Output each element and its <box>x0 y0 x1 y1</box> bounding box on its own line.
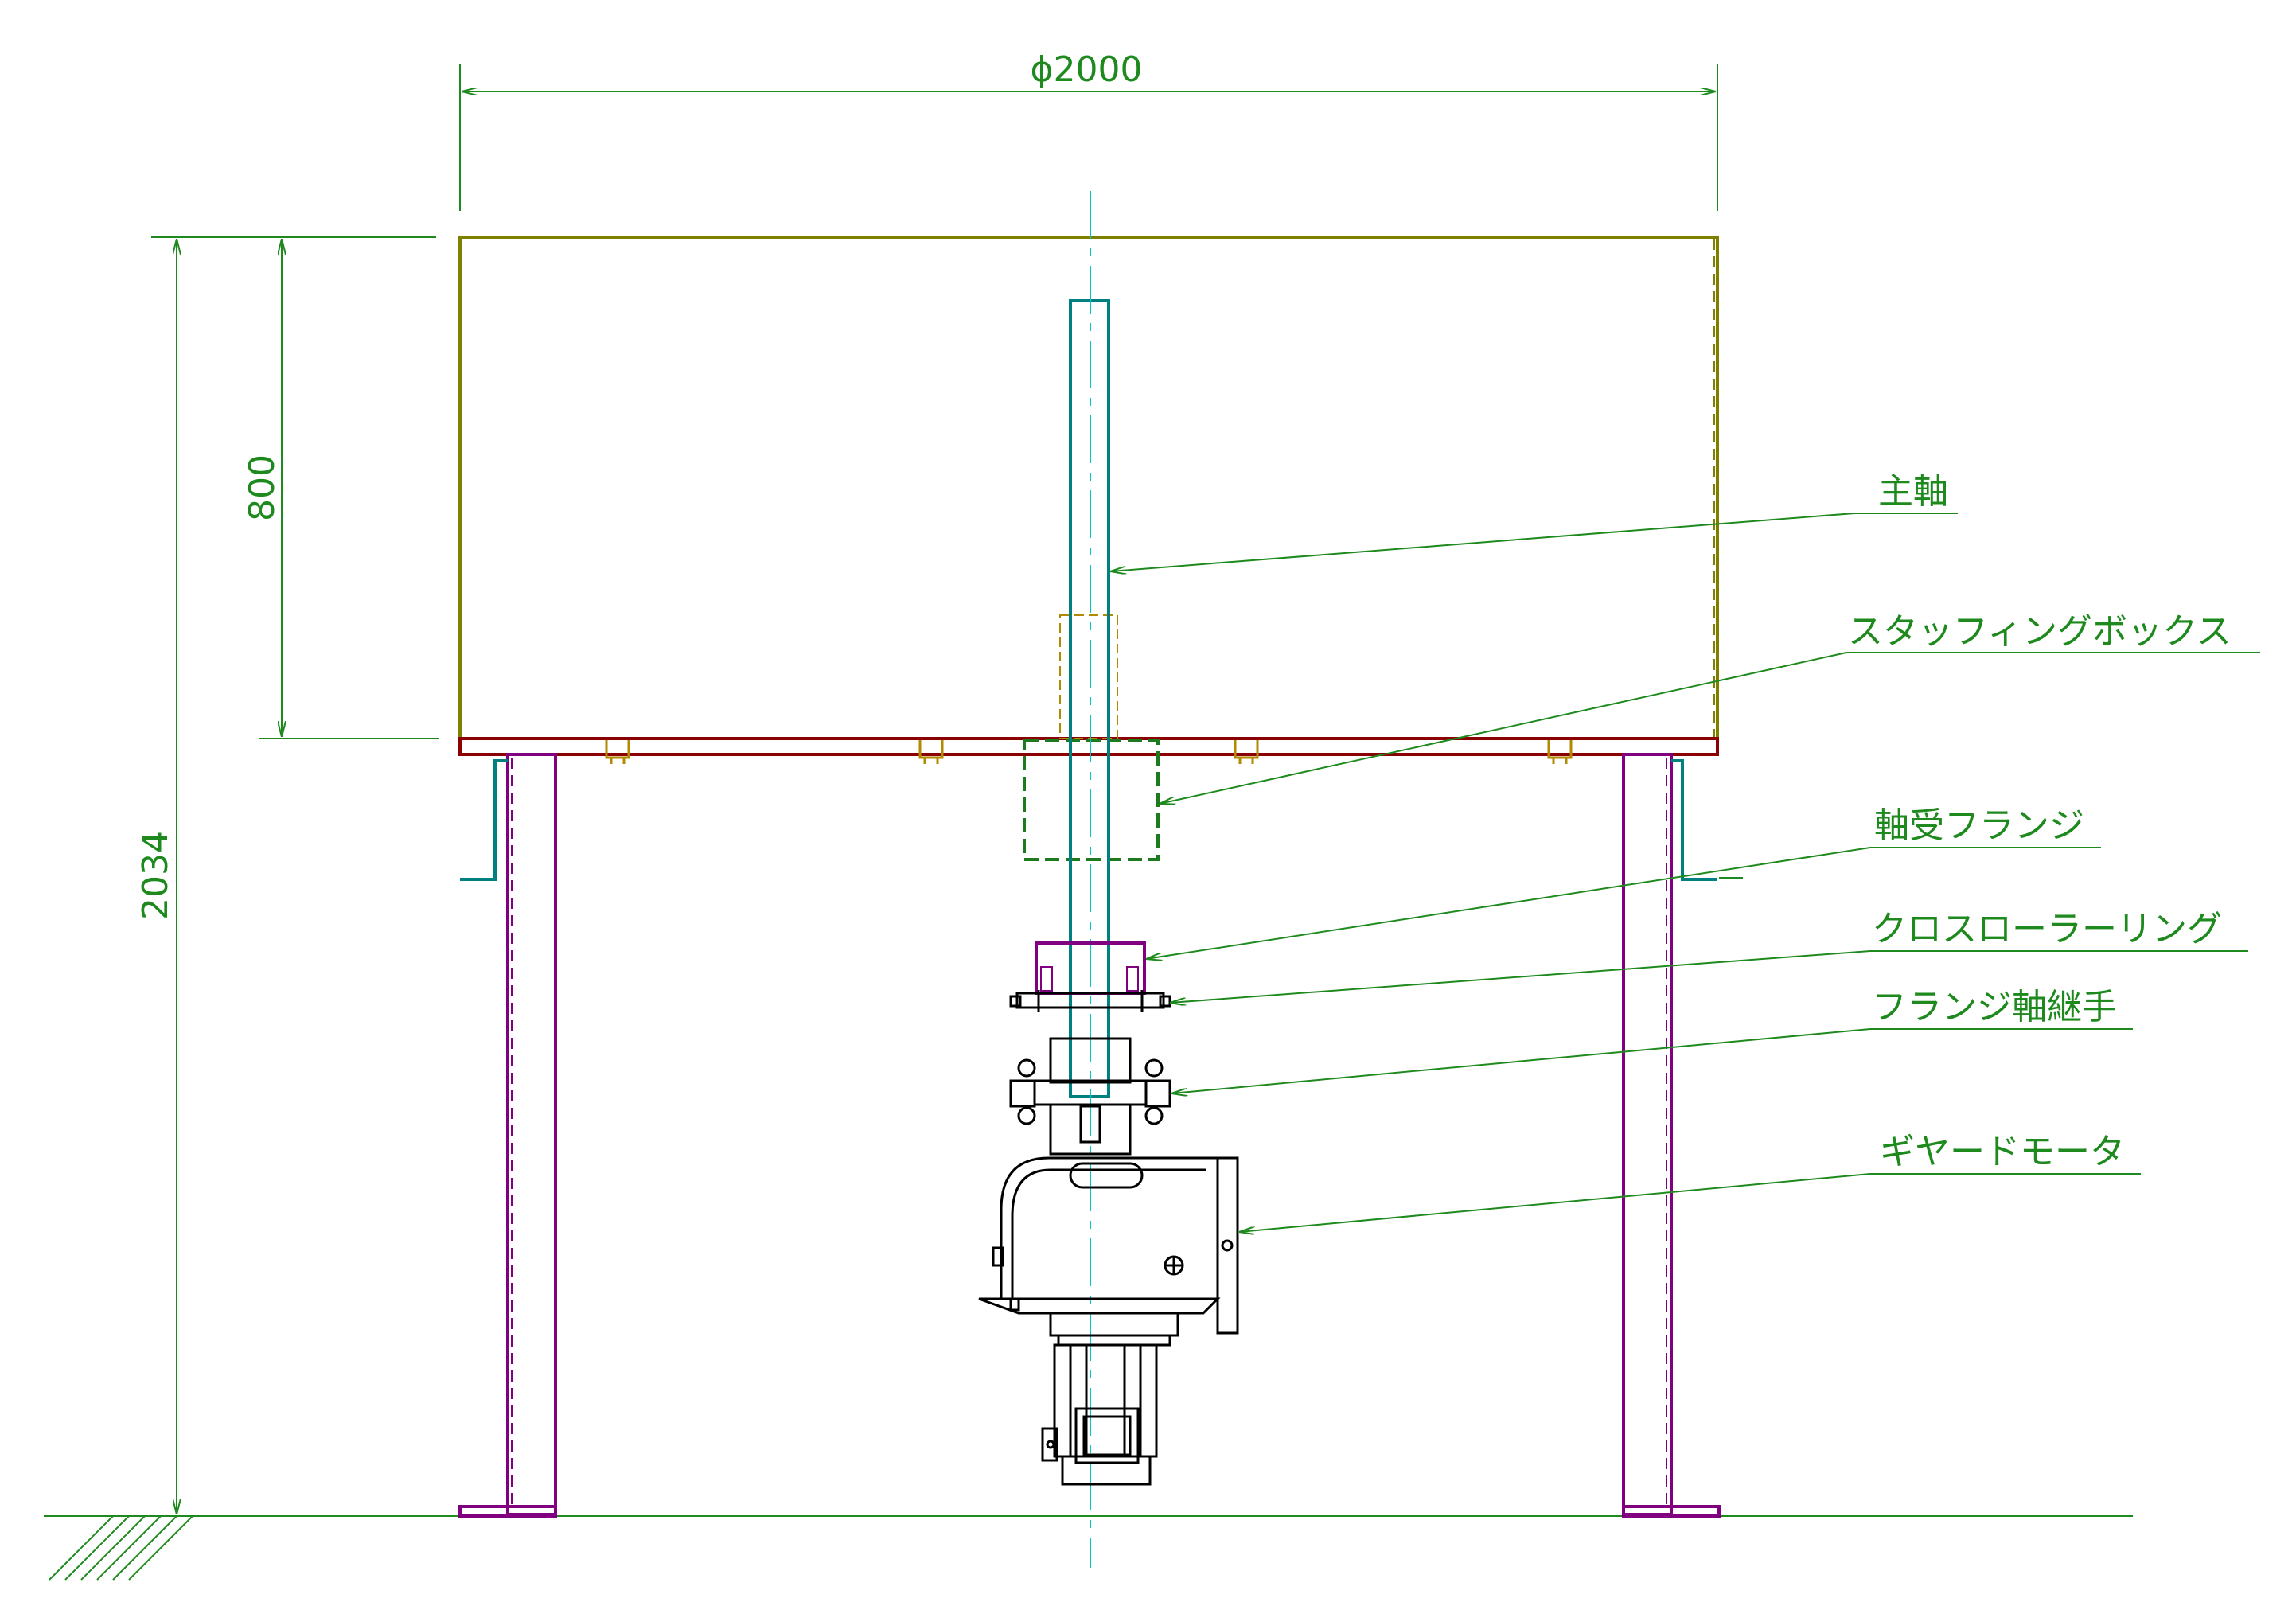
total-height-dimension-text: 2034 <box>135 831 176 920</box>
leg-brackets <box>460 759 1717 881</box>
anchor-clips <box>605 740 1573 764</box>
dimension-group <box>44 64 2133 1581</box>
diameter-dimension-text: ϕ2000 <box>1030 49 1142 90</box>
cross-roller-ring <box>1009 990 1171 1012</box>
left-leg <box>458 753 557 1518</box>
flange-coupling <box>1009 1037 1171 1156</box>
label-geared-motor: ギヤードモータ <box>1880 1132 2125 1172</box>
ground-hatch <box>49 1515 193 1581</box>
geared-motor <box>978 1156 1239 1486</box>
label-cross-roller-ring: クロスローラーリング <box>1872 909 2222 949</box>
label-bearing-flange: 軸受フランジ <box>1874 805 2084 846</box>
leader-lines <box>1110 513 2260 1232</box>
label-stuffing-box: スタッフィングボックス <box>1848 611 2232 652</box>
tank-height-dimension-text: 800 <box>242 454 283 521</box>
label-flange-coupling: フランジ軸継手 <box>1872 987 2117 1027</box>
right-leg <box>1622 753 1721 1518</box>
tank-body <box>458 236 1719 740</box>
label-main-shaft: 主軸 <box>1878 471 1948 512</box>
